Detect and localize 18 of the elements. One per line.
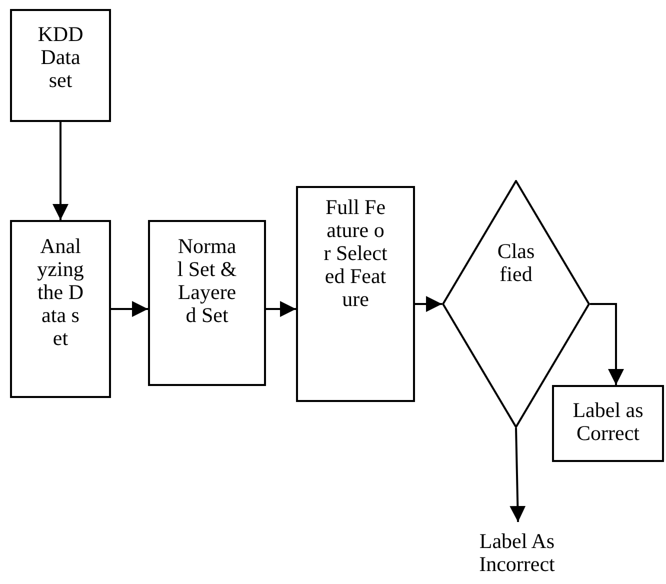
node-label: Analyzing the Data set [37, 235, 84, 350]
node-label: Label as Correct [572, 399, 644, 445]
outcome-label: Label As Incorrect [478, 530, 556, 576]
arrow [111, 301, 148, 317]
process-box [148, 220, 266, 386]
process-box [10, 220, 111, 398]
node-label: Full Feature or Selected Feature [324, 196, 388, 311]
process-box [10, 9, 111, 122]
process-box [296, 186, 415, 402]
arrow [590, 303, 624, 385]
node-label: Normal Set & Layered Set [176, 235, 238, 327]
process-box [552, 385, 664, 462]
node-label: KDD Data set [36, 23, 84, 92]
arrow [415, 296, 442, 312]
node-label: Clasfied [496, 240, 536, 286]
arrow [510, 428, 526, 522]
arrow [52, 122, 68, 220]
arrow [266, 301, 296, 317]
